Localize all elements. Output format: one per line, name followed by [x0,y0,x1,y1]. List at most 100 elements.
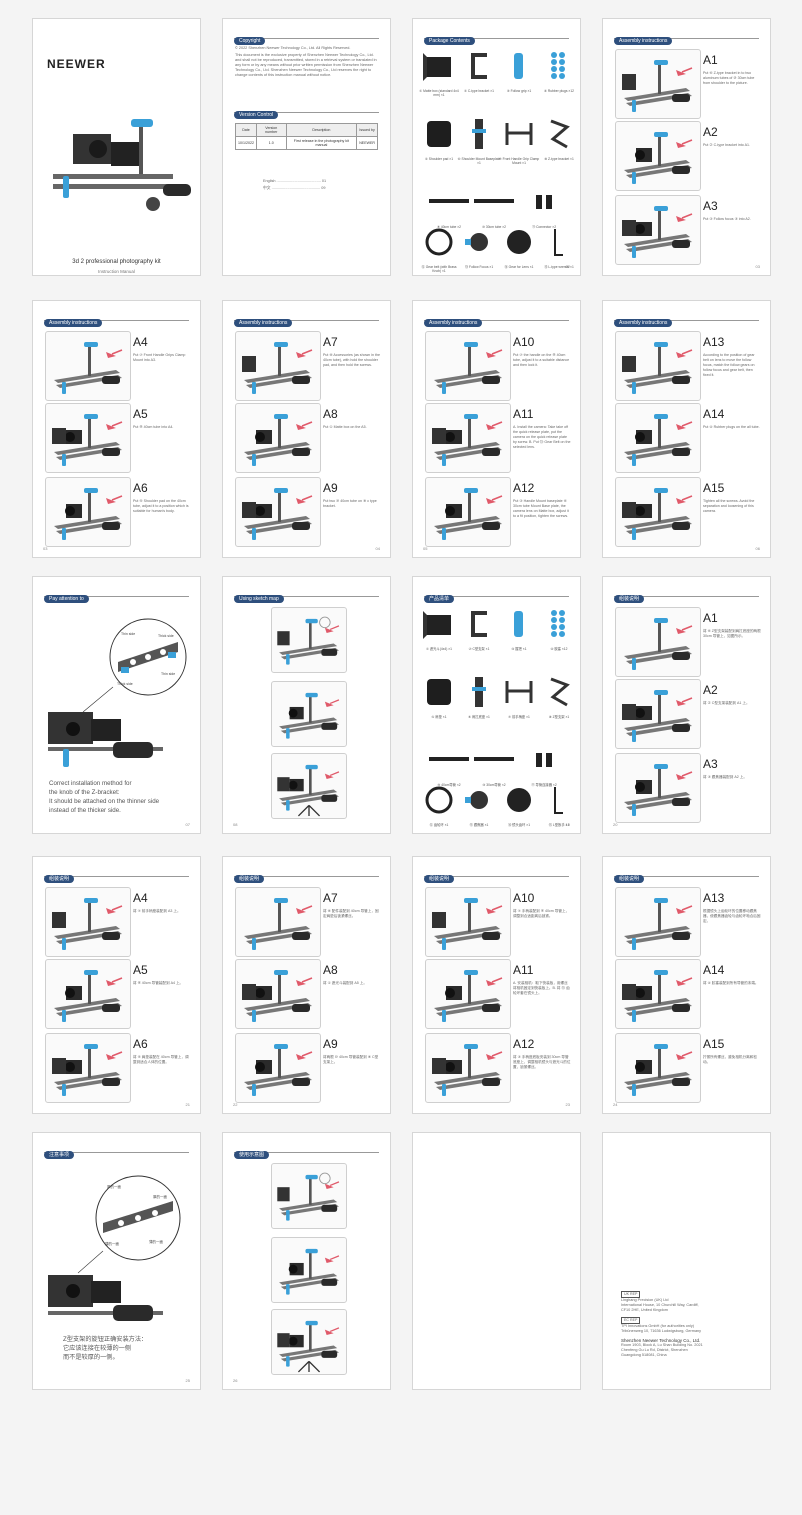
step-id: A9 [323,1037,338,1051]
rig-illustration [277,1172,340,1221]
cover-subtitle: Instruction Manual [98,269,135,274]
kit-item-label: ⑫ Gear belt (with Brass Knob) ×1 [421,265,457,273]
kit-item: ⑥ 肩扛底座 ×1 [457,675,501,719]
rig-illustration [622,206,693,258]
attention-note: Z型支架的旋钮正确安装方法：它应该连接在较薄的一侧而不是较厚的一侧。 [63,1336,148,1361]
rig-illustration [242,488,313,540]
step-illustration [235,1033,321,1103]
step-text: 将 ⑦ 手柄装配到 ⑨ 40cm 导管上，调整到合适距离后锁紧。 [513,909,570,918]
step-text: Put ⑧ Accessories (as shown in the 40cm … [323,353,380,367]
kit-item-icon [423,53,451,81]
step-text: According to the position of gear belt o… [703,353,755,377]
page-number: 04 [375,546,380,551]
kit-item: ② C-type bracket ×1 [457,49,501,93]
rig-illustration [277,764,340,817]
section-header: 注意事项 [44,1151,75,1159]
step-text: Put ① Matte box on the A5. [323,425,367,429]
page-number: 22 [233,1102,238,1107]
step-text: Put ⑤ Shoulder pad on the 40cm tube, adj… [133,499,189,513]
toc-chinese[interactable]: 中文 .....................................… [263,186,326,190]
label-thin: Thin side [161,672,175,676]
step-id: A6 [133,481,148,495]
kit-item: ⑮ L型扳手 ×1 [537,783,580,827]
rig-illustration [624,764,693,816]
section-header: Assembly instructions [424,319,483,327]
kit-item: ② C型支架 ×1 [457,607,501,651]
section-header: 产品清单 [424,595,455,603]
kit-item: ⑪ 导管连接器 ×2 [522,743,566,787]
rig-illustration [622,342,693,394]
step-illustration [45,403,131,473]
kit-item: ③ 握把 ×1 [497,607,541,651]
step-illustration [235,331,321,401]
step-text: A. 安装相机：取下快装板，用螺丝将相机固定到快装板上。B. 将 ⑬ 齿轮环套在… [513,981,570,995]
kit-item: ⑫ Gear belt (with Brass Knob) ×1 [417,225,461,273]
section-header: Version Control [234,111,279,119]
step-id: A14 [703,963,725,977]
step-illustration [425,477,511,547]
step-id: A10 [513,891,535,905]
kit-item-label: ① Matte box (standard 4x4 mm) ×1 [419,89,459,97]
kit-item: ⑩ 30cm导管 ×2 [472,743,516,787]
kit-item-icon [425,228,453,256]
step-text: 将 ② C型支架装配到 A1 上。 [703,701,750,705]
copyright-line: © 2022 Shenzhen Neewer Technology Co., L… [235,46,351,50]
rig-illustration [624,898,693,950]
assembly-step: A10 将 ⑦ 手柄装配到 ⑨ 40cm 导管上，调整到合适距离后锁紧。 [421,887,573,957]
rig-illustration [53,119,191,211]
kit-item-label: ⑪ Connector ×2 [531,225,557,229]
kit-item: ⑤ Shoulder pad ×1 [417,117,461,161]
step-id: A12 [513,481,535,495]
kit-item: ⑨ 40cm导管 ×2 [427,743,471,787]
rig-illustration [242,970,313,1022]
usage-illustration [271,1163,347,1229]
step-id: A15 [703,481,725,495]
kit-item-label: ⑧ Z型支架 ×1 [548,715,570,719]
page-number: 02 [565,264,570,269]
usage-illustration [271,1309,347,1375]
page-number: 07 [185,822,190,827]
cell: First release in the photography kit man… [285,136,358,150]
uk-line: Linghang Precision (UK) Ltd [621,1298,669,1302]
section-header: Assembly instructions [614,37,673,45]
cover-title: 3d 2 professional photography kit [72,259,161,265]
kit-item-icon [536,195,552,209]
cell: 1.0 [256,136,287,150]
step-text: Put ② C-type bracket into A1. [703,143,750,147]
blank-page [412,1132,581,1390]
kit-item: ④ 胶塞 ×12 [537,607,580,651]
kit-item: ⑧ Z型支架 ×1 [537,675,580,719]
rig-illustration [52,414,123,466]
step-text: 拧紧所有螺丝，避免相机分离和松动。 [703,1055,757,1064]
toc-english[interactable]: English ................................… [263,179,327,183]
col-header: Description [285,123,358,137]
kit-item-label: ⑬ 跟焦器 ×1 [469,823,489,827]
rig-illustration [624,132,693,184]
kit-item-label: ⑭ Gear for Lens ×1 [504,265,534,269]
kit-item-icon [550,677,570,707]
page-number: 03 [43,546,48,551]
section-header: Using sketch map [234,595,284,603]
label-thick: Thick side [158,634,174,638]
rig-illustration [434,970,503,1022]
kit-item-icon [465,233,488,251]
page-number: 19 [565,822,570,827]
step-id: A2 [703,683,718,697]
kit-item-label: ④ Rubber plugs ×12 [544,89,574,93]
kit-item: ⑬ 跟焦器 ×1 [457,783,501,827]
rig-illustration [244,898,313,950]
